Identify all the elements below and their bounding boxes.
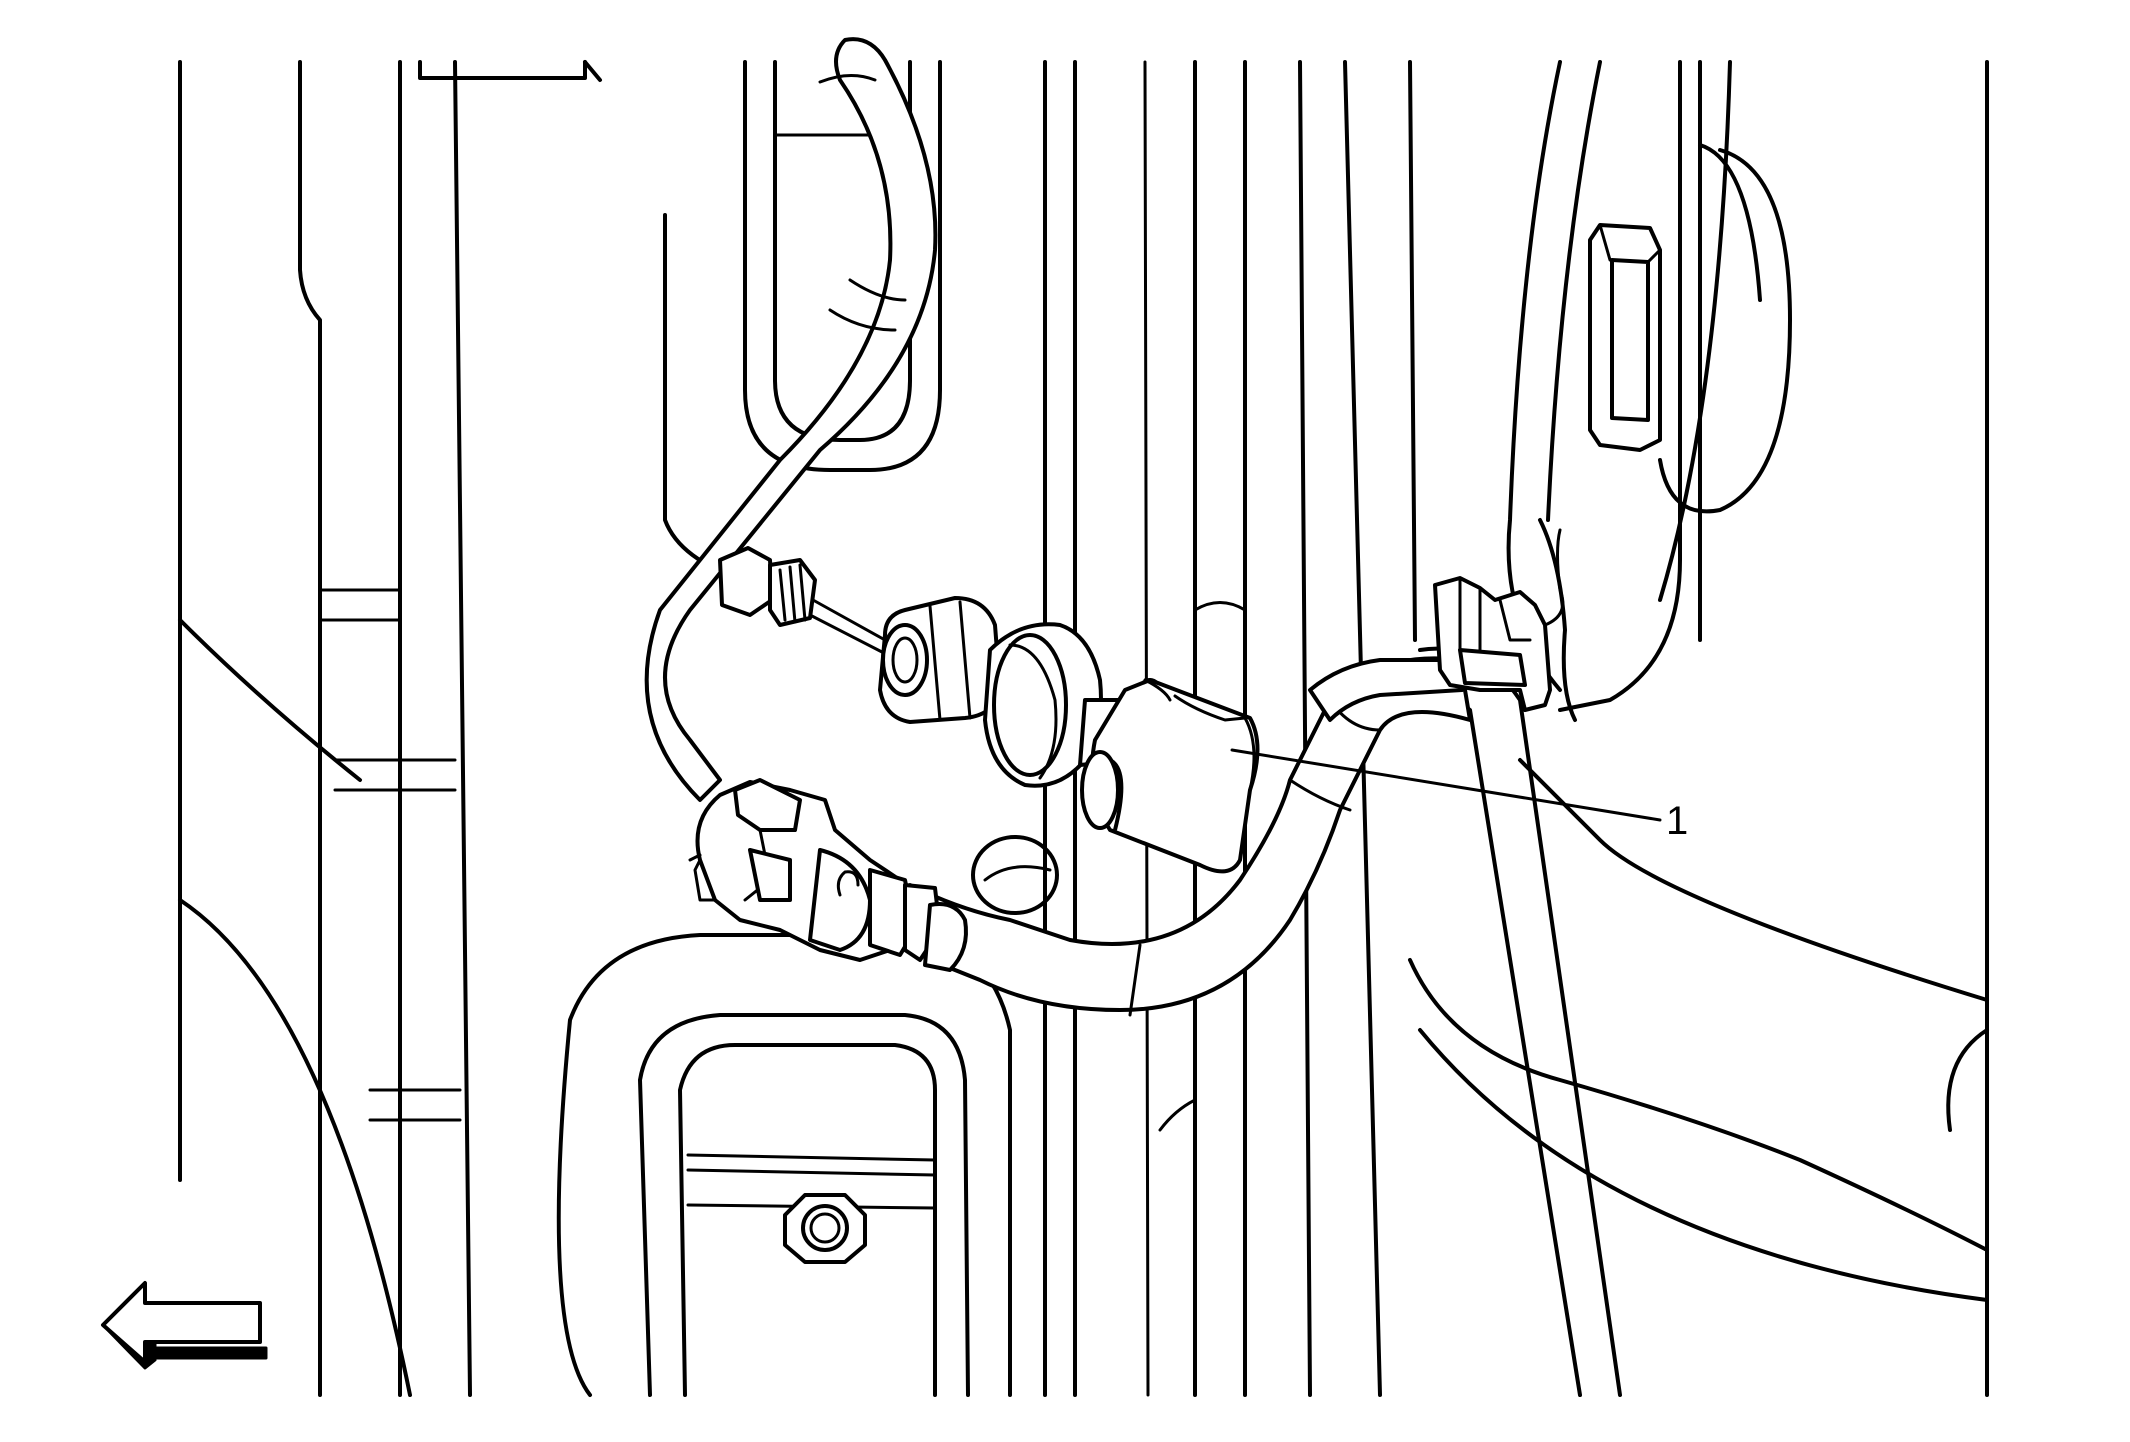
access-opening — [556, 933, 1012, 1397]
fuel-pressure-sensor — [983, 622, 1260, 874]
panel-hole — [971, 835, 1059, 915]
underbody-structure — [178, 60, 1417, 1397]
callout-leader-1 — [1230, 748, 1662, 822]
frame-rail — [1506, 60, 1792, 722]
hose-clip — [1433, 528, 1565, 712]
hex-fitting — [878, 596, 1002, 724]
fuel-hose — [644, 37, 1472, 1017]
pressure-sensor-assembly — [718, 546, 1260, 874]
left-arrow-icon — [101, 1281, 268, 1370]
quick-connector — [688, 778, 968, 972]
lower-right-structures — [1398, 646, 1989, 1397]
callout-label-1: 1 — [1666, 799, 1688, 843]
bolt-icon — [783, 1193, 867, 1264]
